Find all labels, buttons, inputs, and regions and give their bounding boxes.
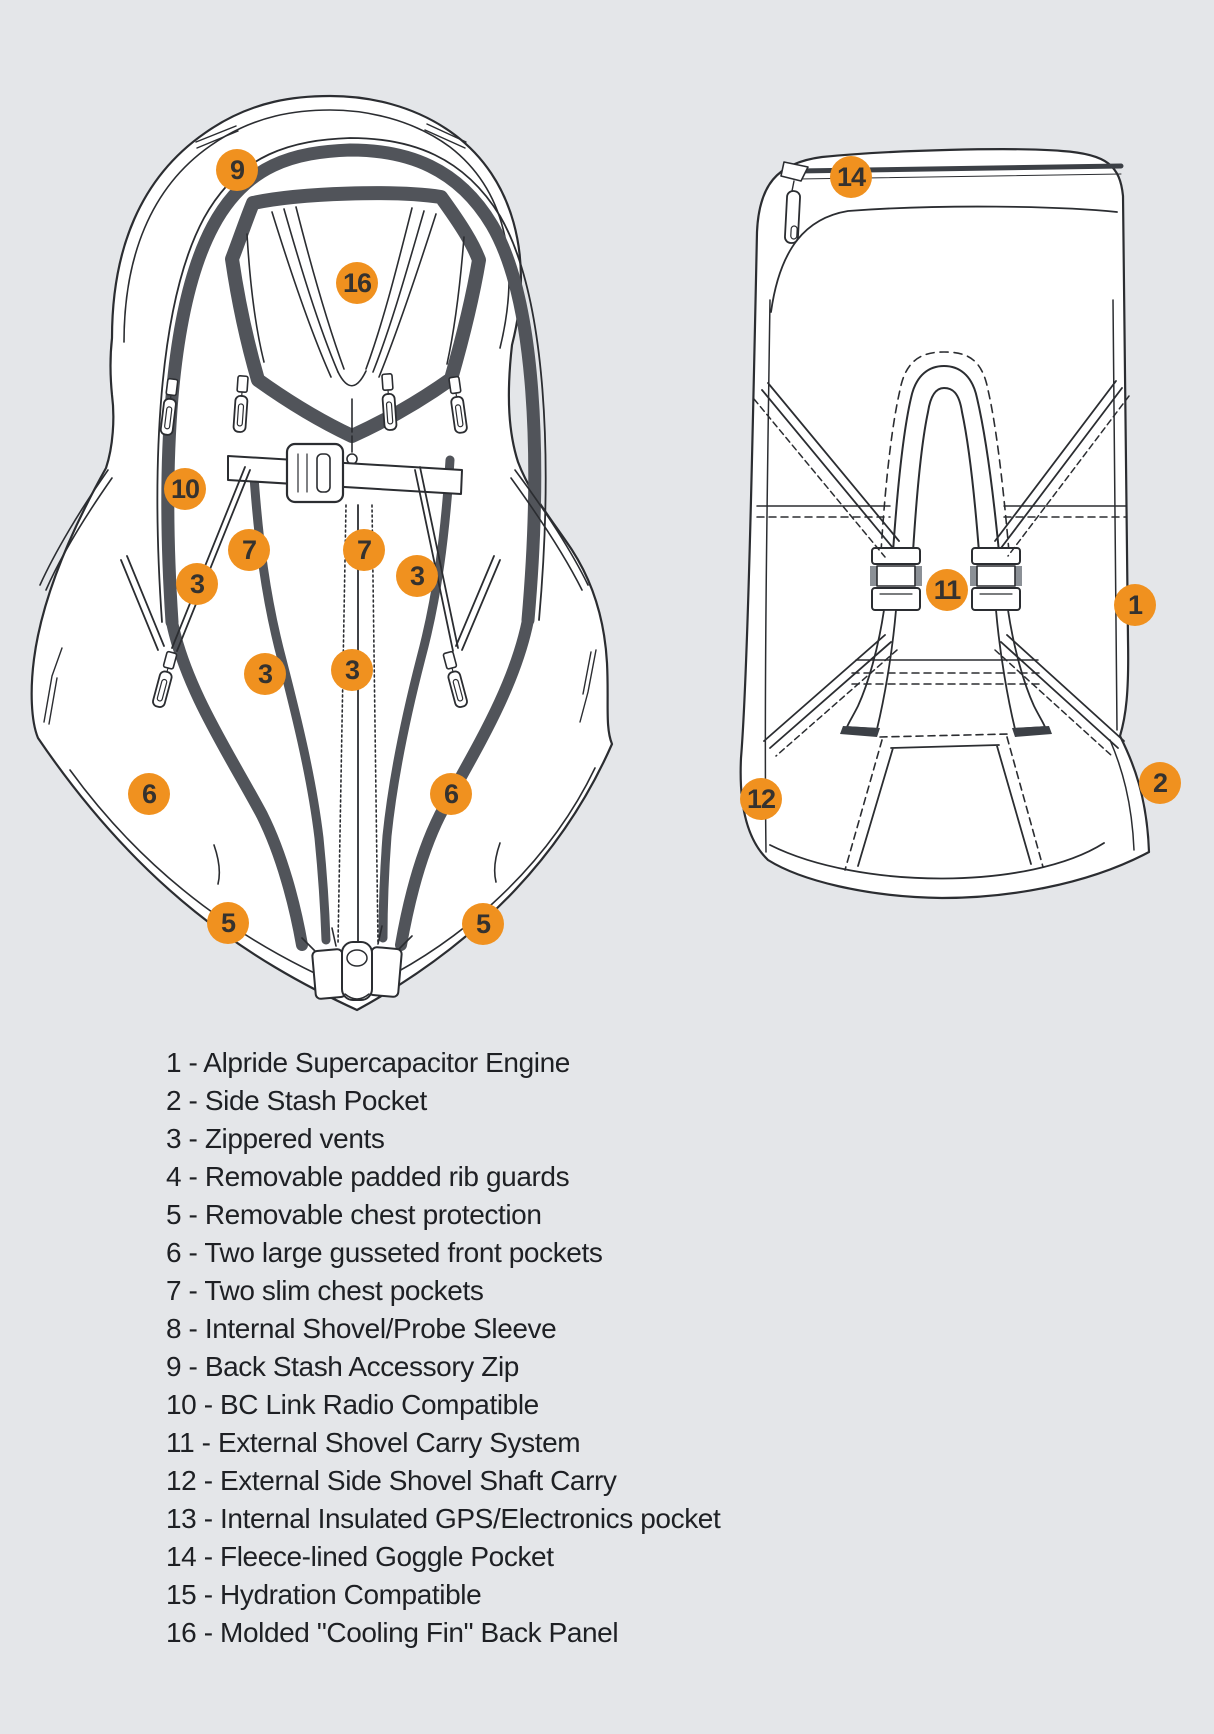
legend-item-15: 15 - Hydration Compatible [166, 1579, 482, 1610]
legend-item-7: 7 - Two slim chest pockets [166, 1275, 484, 1306]
legend-item-16: 16 - Molded "Cooling Fin" Back Panel [166, 1617, 619, 1648]
feature-legend: 1 - Alpride Supercapacitor Engine 2 - Sid… [166, 1044, 866, 1652]
legend-item-8: 8 - Internal Shovel/Probe Sleeve [166, 1313, 557, 1344]
legend-item-11: 11 - External Shovel Carry System [166, 1427, 581, 1458]
legend-item-14: 14 - Fleece-lined Goggle Pocket [166, 1541, 554, 1572]
legend-item-12: 12 - External Side Shovel Shaft Carry [166, 1465, 617, 1496]
legend-item-6: 6 - Two large gusseted front pockets [166, 1237, 603, 1268]
back-view-drawing [739, 148, 1151, 900]
legend-item-5: 5 - Removable chest protection [166, 1199, 542, 1230]
legend-item-9: 9 - Back Stash Accessory Zip [166, 1351, 519, 1382]
front-view-drawing [30, 94, 614, 1012]
legend-item-10: 10 - BC Link Radio Compatible [166, 1389, 539, 1420]
legend-item-2: 2 - Side Stash Pocket [166, 1085, 427, 1116]
legend-item-3: 3 - Zippered vents [166, 1123, 385, 1154]
legend-item-4: 4 - Removable padded rib guards [166, 1161, 570, 1192]
legend-item-1: 1 - Alpride Supercapacitor Engine [166, 1047, 570, 1078]
legend-item-13: 13 - Internal Insulated GPS/Electronics … [166, 1503, 721, 1534]
